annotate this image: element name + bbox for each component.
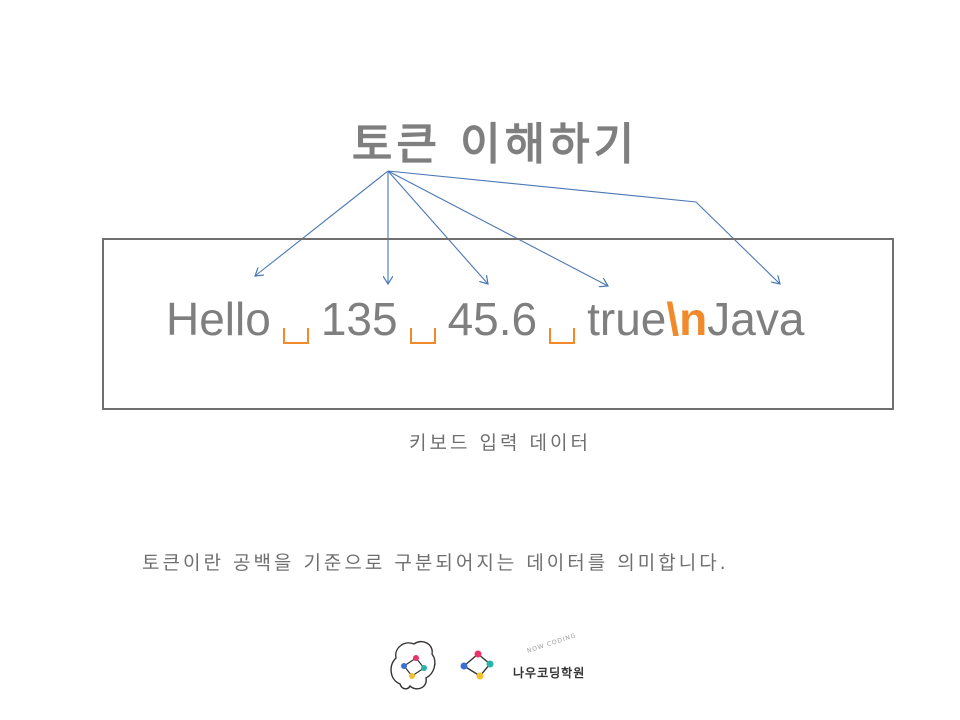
token-135: 135 [320, 293, 398, 345]
brand-name: 나우코딩학원 [513, 666, 586, 680]
keyboard-input-box [102, 238, 894, 410]
brand-tagline: NOW CODING [526, 632, 578, 655]
space-marker [404, 290, 442, 348]
newline-marker: \n [666, 293, 708, 345]
token-java: Java [707, 293, 805, 345]
space-marker [277, 290, 315, 348]
arrow-to-hello [255, 170, 389, 276]
arrow-to-true [387, 170, 608, 286]
diagram-title: 토큰 이해하기 [351, 119, 639, 170]
description-text: 토큰이란 공백을 기준으로 구분되어지는 데이터를 의미합니다. [142, 552, 729, 574]
arrow-to-45-6 [387, 170, 488, 284]
token-line: Hello 135 45.6 true\nJava [166, 290, 804, 350]
space-marker [543, 290, 581, 348]
brand-logo-area: NOW CODING 나우코딩학원 [386, 632, 606, 696]
token-45-6: 45.6 [447, 293, 538, 345]
box-caption: 키보드 입력 데이터 [409, 432, 591, 454]
brand-logo-icon [390, 640, 494, 690]
arrow-to-java [387, 170, 780, 284]
token-true: true [587, 293, 667, 345]
token-hello: Hello [166, 293, 271, 345]
